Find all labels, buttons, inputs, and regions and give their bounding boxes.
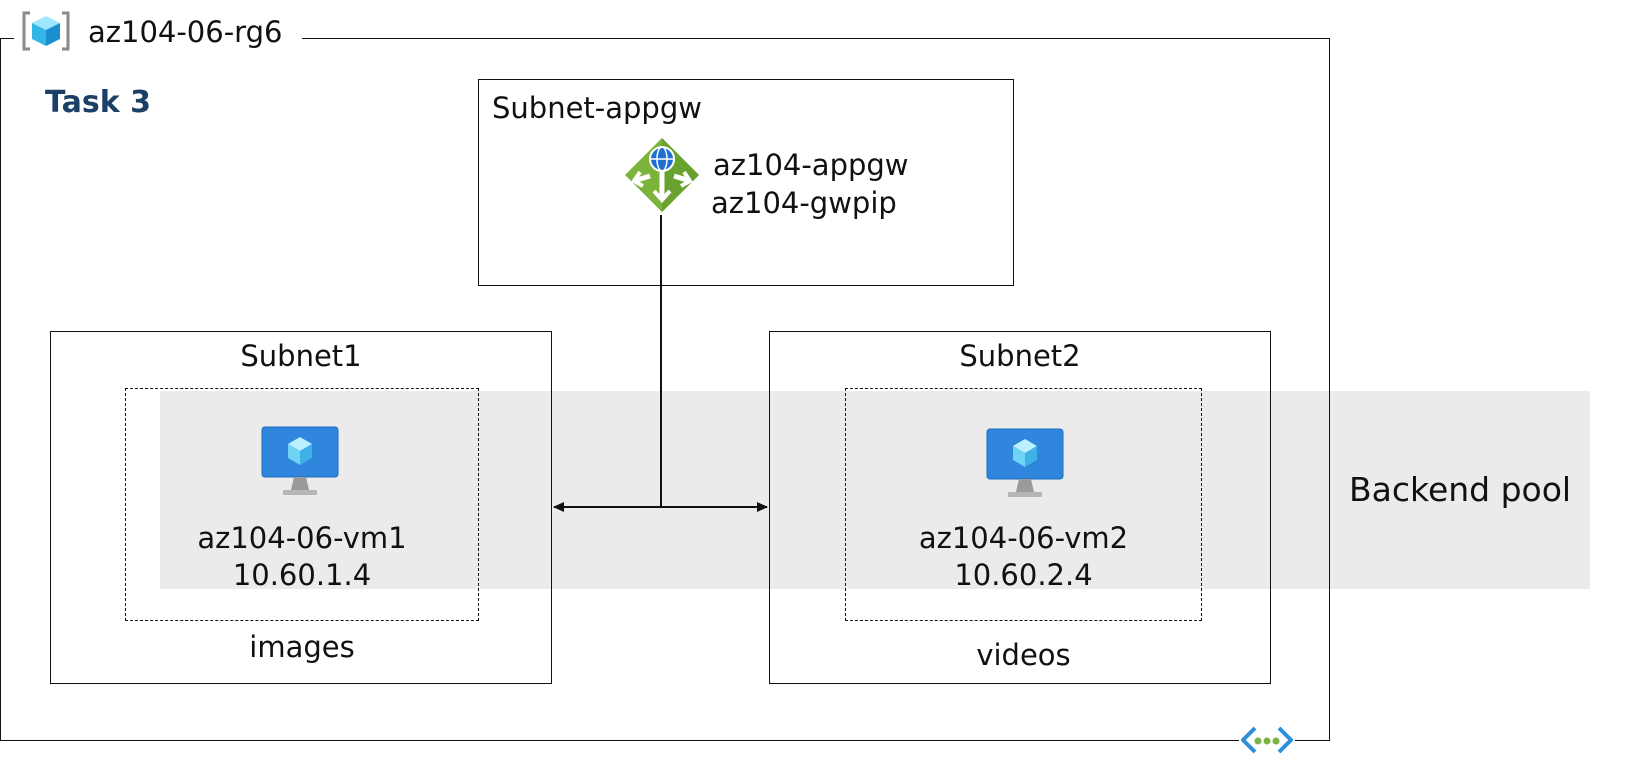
backend-pool-label: Backend pool xyxy=(1349,470,1572,509)
resource-group-header: az104-06-rg6 xyxy=(14,8,302,54)
vm1-ip: 10.60.1.4 xyxy=(232,558,372,592)
vm2-icon xyxy=(986,428,1064,504)
backend-pool-band xyxy=(160,391,1590,589)
resource-group-box xyxy=(0,38,1330,741)
public-ip-name: az104-gwpip xyxy=(711,186,897,220)
subnet1-box xyxy=(50,331,552,684)
gateway-name: az104-appgw xyxy=(713,148,909,182)
subnet1-path-label: images xyxy=(249,630,355,664)
subnet1-title: Subnet1 xyxy=(240,339,362,373)
subnet2-box xyxy=(769,331,1271,684)
application-gateway-icon xyxy=(623,136,701,218)
vm2-name: az104-06-vm2 xyxy=(918,521,1129,555)
subnet1-vm-group xyxy=(125,388,479,621)
virtual-network-icon xyxy=(1239,725,1295,759)
vm1-name: az104-06-vm1 xyxy=(197,521,407,555)
resource-group-name: az104-06-rg6 xyxy=(88,15,283,49)
vm1-icon xyxy=(261,426,339,502)
subnet2-path-label: videos xyxy=(976,638,1071,672)
vm2-ip: 10.60.2.4 xyxy=(954,558,1093,592)
task-label: Task 3 xyxy=(45,85,151,120)
subnet2-title: Subnet2 xyxy=(959,339,1081,373)
subnet2-vm-group xyxy=(845,388,1202,621)
resource-group-icon xyxy=(20,10,72,56)
subnet-appgw-box xyxy=(478,79,1014,286)
subnet-appgw-title: Subnet-appgw xyxy=(492,91,702,125)
